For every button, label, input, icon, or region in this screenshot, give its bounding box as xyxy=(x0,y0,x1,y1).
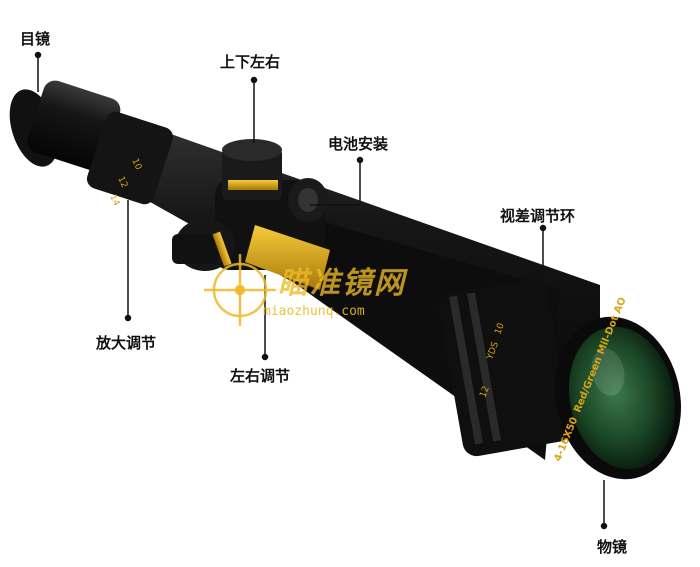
objective-lens: 4-16X50Red/Green Mil-Dot AO xyxy=(553,296,681,480)
label-parallax: 视差调节环 xyxy=(500,207,576,225)
parallax-mark-12: 12 xyxy=(478,385,491,399)
label-battery: 电池安装 xyxy=(328,135,389,153)
parallax-mark-10: 10 xyxy=(493,322,506,336)
label-elevation: 上下左右 xyxy=(220,53,281,71)
elevation-turret xyxy=(222,139,282,200)
windage-turret xyxy=(172,219,235,271)
callout-lines xyxy=(34,51,608,530)
parallax-ring: 10 YDS 12 xyxy=(438,278,572,457)
watermark-url-text: miaozhunq.com xyxy=(263,304,365,319)
zoom-mark-12: 12 xyxy=(115,175,129,190)
label-windage: 左右调节 xyxy=(230,367,291,385)
watermark-text: 瞄准镜网 xyxy=(278,266,406,301)
zoom-mark-14: 14 xyxy=(107,193,121,208)
label-objective: 物镜 xyxy=(597,538,628,556)
battery-turret xyxy=(288,178,328,222)
label-eyepiece: 目镜 xyxy=(20,30,51,48)
eyepiece-assembly: 12 10 14 xyxy=(9,80,174,208)
watermark-crosshair-icon xyxy=(204,254,276,326)
zoom-mark-10: 10 xyxy=(129,157,143,172)
label-zoom: 放大调节 xyxy=(96,334,157,352)
